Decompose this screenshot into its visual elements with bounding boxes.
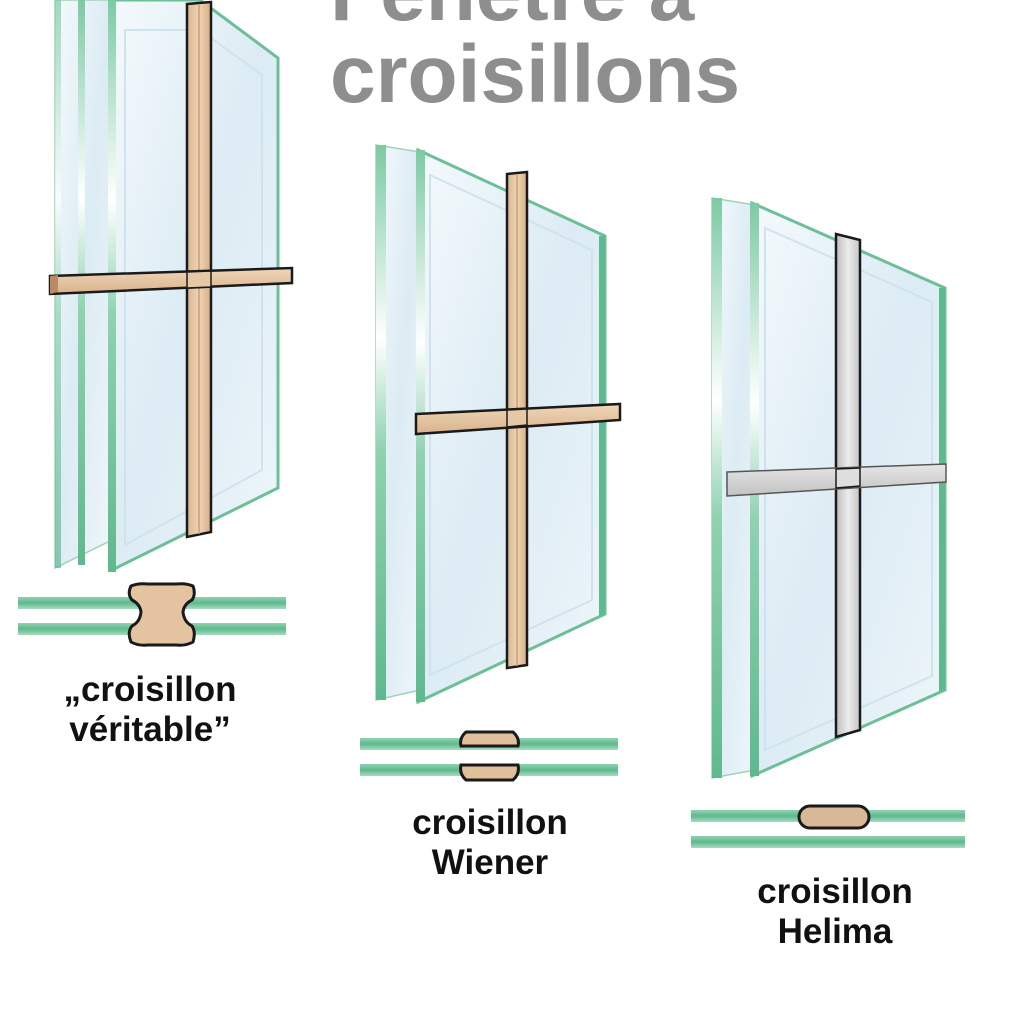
cross-section-true-muntin xyxy=(18,582,286,647)
muntin-profile-bottom xyxy=(459,763,520,782)
cross-section-wiener xyxy=(360,730,618,782)
caption-line-1: „croisillon xyxy=(63,670,237,709)
title-line-1: Fenêtre à xyxy=(330,0,740,34)
window-wiener-muntin xyxy=(375,144,622,705)
caption-line-2: Wiener xyxy=(431,843,549,882)
muntin-profile xyxy=(127,582,196,647)
caption-line-2: Helima xyxy=(777,912,893,951)
page-title: Fenêtre à croisillons xyxy=(330,0,740,116)
cross-section-helima xyxy=(691,804,965,848)
caption-line-1: croisillon xyxy=(412,803,568,842)
muntin-profile xyxy=(797,804,871,830)
muntin-bar-horizontal xyxy=(414,402,622,436)
caption-line-1: croisillon xyxy=(757,872,913,911)
muntin-profile-top xyxy=(459,730,520,748)
window-helima-muntin xyxy=(711,197,947,779)
caption-line-2: véritable” xyxy=(69,710,231,749)
window-true-muntin xyxy=(48,0,294,573)
title-line-2: croisillons xyxy=(330,29,741,120)
muntin-bar-horizontal xyxy=(48,266,294,296)
glass-pane-back xyxy=(375,144,421,701)
caption-wiener: croisillon Wiener xyxy=(380,803,600,883)
caption-helima: croisillon Helima xyxy=(730,872,940,952)
muntin-bar-vertical xyxy=(185,0,213,539)
muntin-bar-horizontal xyxy=(726,463,947,497)
caption-true-muntin: „croisillon véritable” xyxy=(30,670,270,750)
